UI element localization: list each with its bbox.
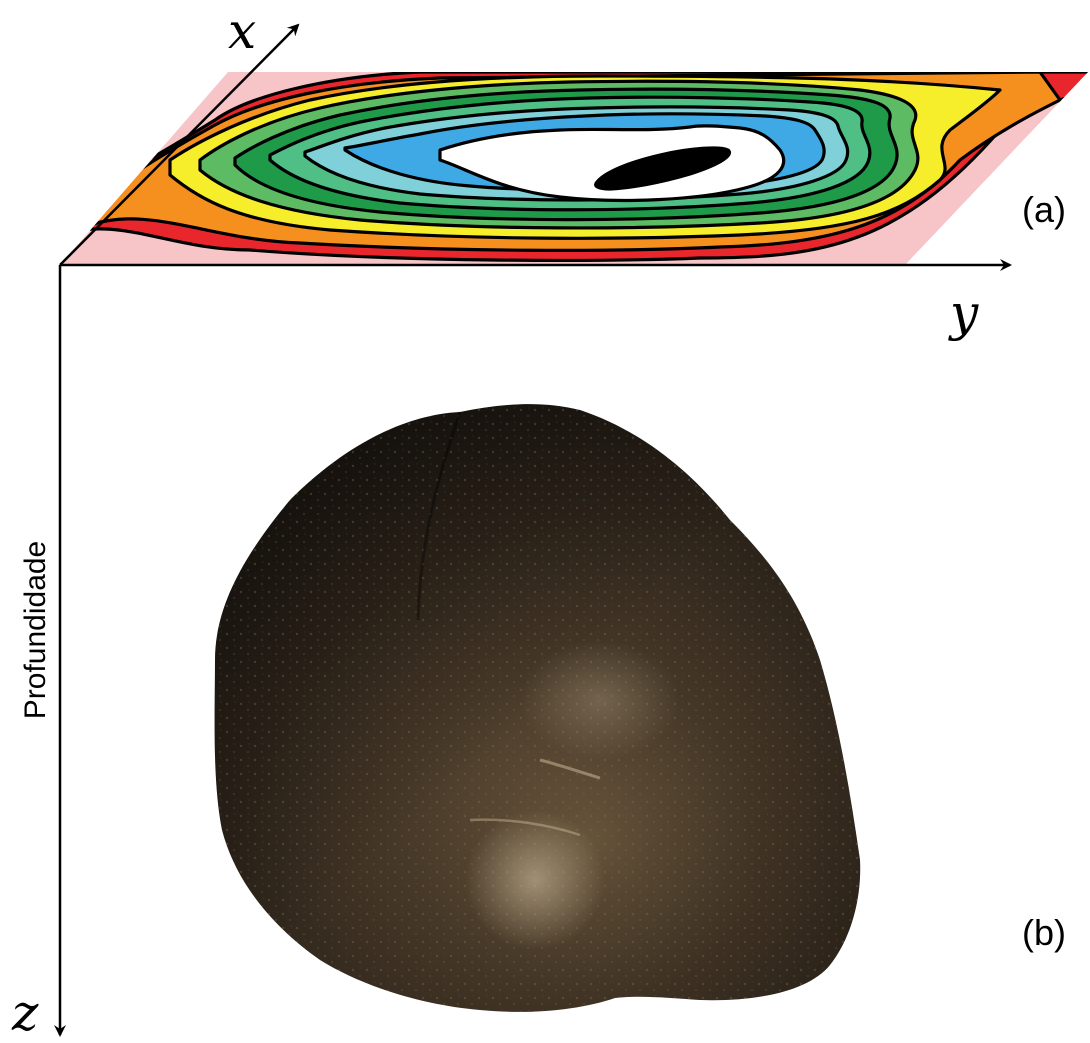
x-axis-arrow [59, 23, 300, 266]
band-10 [594, 146, 732, 191]
y-axis-label: y [948, 284, 979, 342]
depth-axis-label: Profundidade [19, 541, 52, 719]
contour-map-panel [60, 72, 1088, 265]
3d-body-crease [539, 758, 601, 780]
x-axis-label: x [228, 2, 256, 60]
3d-body-panel [214, 404, 861, 1012]
3d-body-highlight [520, 640, 680, 760]
z-axis-label: z [11, 984, 39, 1042]
3d-body-crease [416, 411, 462, 621]
3d-body-highlight [465, 810, 605, 950]
axes: x y z Profundidade [11, 2, 1012, 1042]
band-9 [438, 124, 786, 203]
panel-b-label: (b) [1022, 912, 1066, 953]
panel-a-label: (a) [1022, 189, 1066, 230]
